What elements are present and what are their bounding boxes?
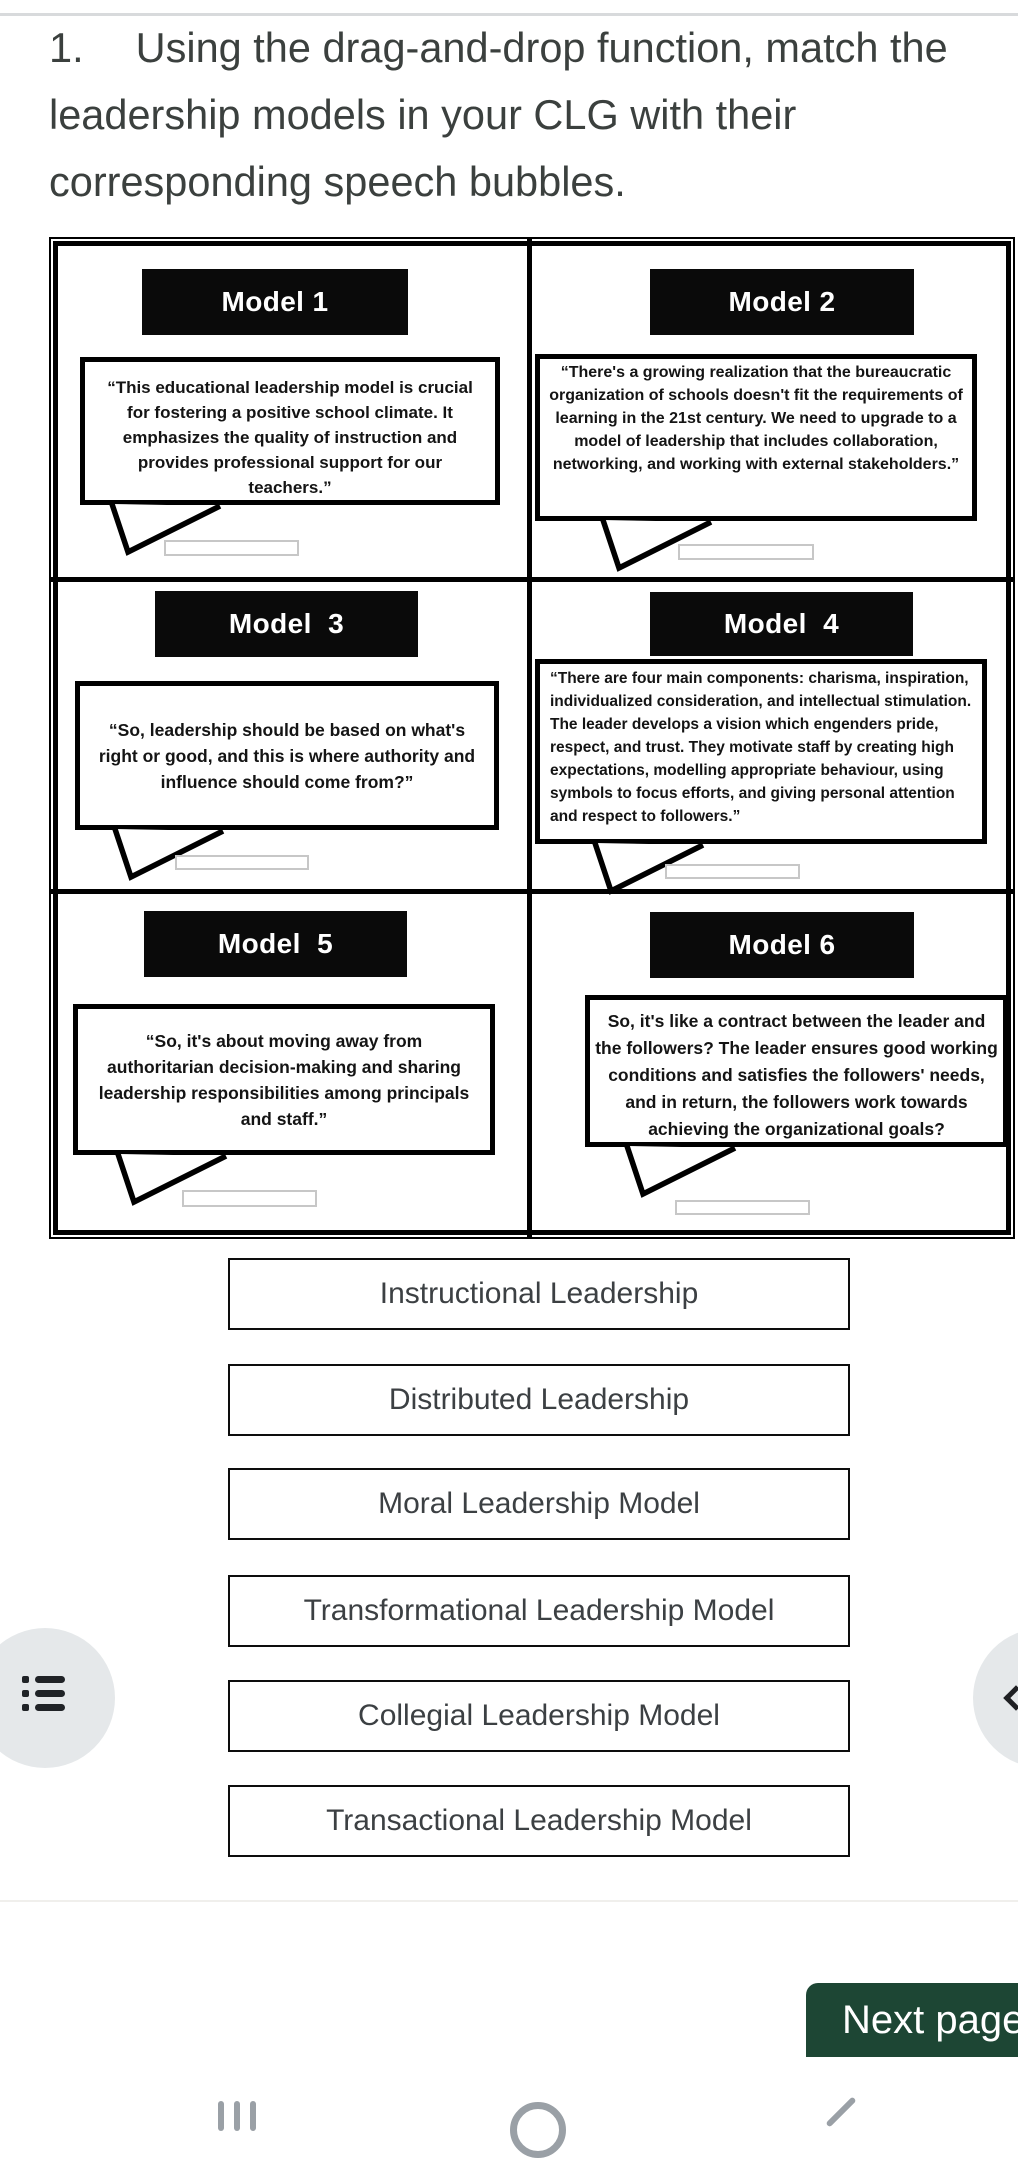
option-moral-leadership-model[interactable]: Moral Leadership Model [228, 1468, 850, 1540]
home-circle-icon[interactable] [510, 2102, 566, 2158]
top-divider-line [0, 13, 1018, 16]
model-1-quote: “This educational leadership model is cr… [107, 378, 473, 497]
model-3-header: Model 3 [155, 591, 418, 657]
model-1-speech-bubble: “This educational leadership model is cr… [80, 357, 500, 505]
grid-row-divider-2 [51, 889, 1013, 894]
model-2-quote: “There's a growing realization that the … [549, 364, 963, 473]
model-1-dropzone[interactable] [164, 540, 299, 556]
model-4-quote: “There are four main components: charism… [550, 670, 972, 825]
model-4-header: Model 4 [650, 592, 913, 656]
model-1-header: Model 1 [142, 269, 408, 335]
content-bottom-divider [0, 1900, 1018, 1902]
model-4-speech-bubble: “There are four main components: charism… [535, 659, 987, 844]
option-instructional-leadership[interactable]: Instructional Leadership [228, 1258, 850, 1330]
slide-list-icon [22, 1676, 72, 1714]
model-5-speech-bubble: “So, it's about moving away from authori… [73, 1004, 495, 1155]
recents-bars-icon[interactable] [218, 2101, 224, 2131]
next-page-button[interactable]: Next page [806, 1983, 1018, 2057]
model-2-speech-bubble: “There's a growing realization that the … [535, 354, 977, 521]
model-2-dropzone[interactable] [678, 544, 814, 560]
speech-tail-icon [109, 503, 222, 556]
slide-list-button[interactable] [0, 1628, 115, 1768]
recents-bars-icon[interactable] [234, 2101, 240, 2131]
question-title: 1.Using the drag-and-drop function, matc… [49, 14, 1007, 215]
option-transformational-leadership-model[interactable]: Transformational Leadership Model [228, 1575, 850, 1647]
speech-tail-icon [592, 842, 705, 895]
speech-tail-icon [600, 519, 713, 572]
model-5-quote: “So, it's about moving away from authori… [98, 1030, 470, 1129]
speech-tail-icon [115, 1153, 228, 1206]
model-5-header: Model 5 [144, 911, 407, 977]
model-6-speech-bubble: So, it's like a contract between the lea… [585, 995, 1008, 1147]
question-text: Using the drag-and-drop function, match … [49, 24, 948, 205]
speech-tail-icon [624, 1145, 737, 1198]
speech-tail-icon [112, 828, 225, 881]
model-3-quote: “So, leadership should be based on what'… [98, 719, 476, 792]
grid-row-divider-1 [51, 577, 1013, 582]
model-4-dropzone[interactable] [665, 864, 800, 879]
option-collegial-leadership-model[interactable]: Collegial Leadership Model [228, 1680, 850, 1752]
model-6-header: Model 6 [650, 912, 914, 978]
question-number: 1. [49, 24, 84, 71]
model-3-dropzone[interactable] [175, 855, 309, 870]
model-2-header: Model 2 [650, 269, 914, 335]
model-3-speech-bubble: “So, leadership should be based on what'… [75, 681, 499, 830]
model-6-quote: So, it's like a contract between the lea… [595, 1011, 998, 1139]
back-arrow-icon[interactable] [825, 2096, 857, 2128]
option-distributed-leadership[interactable]: Distributed Leadership [228, 1364, 850, 1436]
grid-column-divider [527, 239, 532, 1237]
model-5-dropzone[interactable] [182, 1190, 317, 1207]
model-6-dropzone[interactable] [675, 1200, 810, 1215]
option-transactional-leadership-model[interactable]: Transactional Leadership Model [228, 1785, 850, 1857]
matching-grid: Model 1 “This educational leadership mod… [49, 237, 1015, 1239]
recents-bars-icon[interactable] [250, 2101, 256, 2131]
